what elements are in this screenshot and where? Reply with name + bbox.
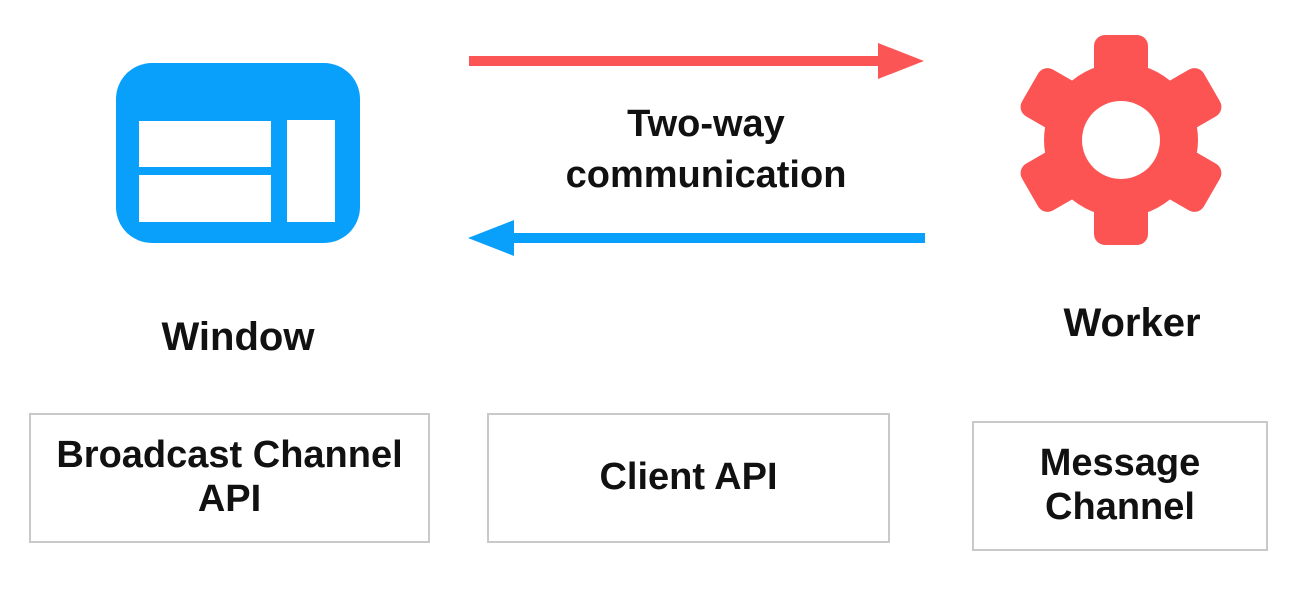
window-icon — [116, 63, 360, 243]
api-box-label: Client API — [599, 456, 778, 499]
api-box-label: Broadcast Channel API — [56, 434, 403, 520]
gear-icon — [1020, 35, 1222, 245]
api-box-message-channel: Message Channel — [972, 421, 1268, 551]
api-box-client-api: Client API — [487, 413, 890, 543]
arrow-window-to-worker-icon — [469, 43, 924, 79]
heading-two-way-communication: Two-way communication — [565, 103, 847, 197]
arrow-worker-to-window-icon — [468, 220, 925, 256]
worker-label: Worker — [1063, 301, 1201, 345]
window-label: Window — [161, 315, 315, 359]
api-box-label: Message Channel — [1039, 442, 1201, 528]
api-box-broadcast-channel: Broadcast Channel API — [29, 413, 430, 543]
